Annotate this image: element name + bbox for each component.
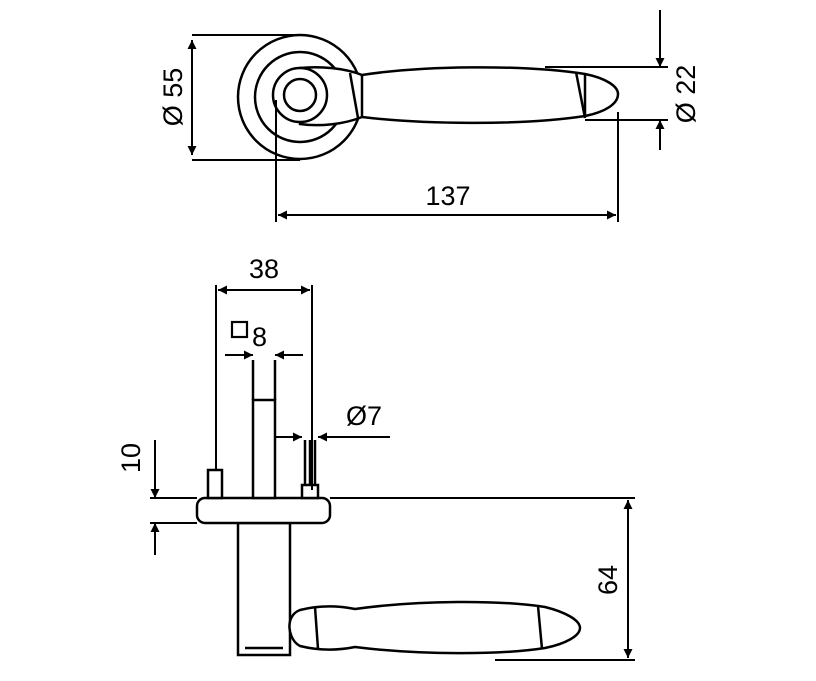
spindle-hole xyxy=(282,77,318,113)
lever-length-label: 137 xyxy=(425,181,470,211)
lever-end-diameter-label: Ø 22 xyxy=(671,65,701,124)
lever-top xyxy=(298,66,620,127)
lever-height-label: 64 xyxy=(593,565,623,595)
fixing-pin-left xyxy=(206,468,224,500)
side-view: 38 8 Ø7 10 64 xyxy=(116,254,635,661)
lever-neck xyxy=(236,521,292,657)
rose-plate xyxy=(195,496,332,525)
lever-side xyxy=(288,600,582,655)
fixing-pin-right xyxy=(300,483,320,500)
spindle-square-label: 8 xyxy=(252,322,267,352)
spindle xyxy=(251,398,277,500)
pin-spacing-label: 38 xyxy=(249,254,279,284)
pin-diameter-label: Ø7 xyxy=(346,401,382,431)
square-symbol-icon xyxy=(230,320,249,339)
spindle-boss xyxy=(271,66,329,124)
rose-thickness-label: 10 xyxy=(116,443,146,473)
rose-diameter-label: Ø 55 xyxy=(158,68,188,127)
top-view: Ø 55 Ø 22 137 xyxy=(158,10,701,222)
